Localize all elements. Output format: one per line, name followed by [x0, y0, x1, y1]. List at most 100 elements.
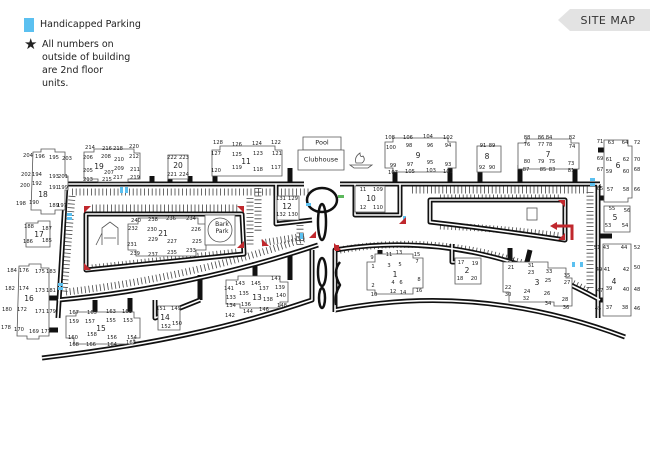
unit-number: 76	[523, 142, 531, 148]
unit-number: 136	[241, 302, 251, 308]
unit-number: 14	[399, 290, 407, 296]
unit-number: 130	[288, 212, 298, 218]
site-map-title: SITE MAP	[558, 9, 650, 31]
building-number: 12	[282, 202, 292, 211]
unit-number: 186	[23, 239, 33, 245]
unit-number: 48	[633, 287, 641, 293]
unit-number: 27	[563, 280, 571, 286]
unit-number: 217	[113, 175, 123, 181]
unit-number: 206	[83, 155, 93, 161]
unit-number: 239	[130, 251, 140, 257]
unit-number: 15	[413, 252, 421, 258]
building-number: 1	[392, 270, 398, 279]
arrow-head-icon	[550, 222, 557, 230]
unit-number: 184	[7, 268, 17, 274]
unit-number: 69	[596, 156, 604, 162]
unit-number: 143	[235, 281, 245, 287]
unit-number: 131	[276, 196, 286, 202]
unit-number: 183	[46, 269, 56, 275]
unit-number: 18	[456, 276, 464, 282]
building-number: 18	[38, 190, 48, 199]
unit-number: 54	[621, 223, 629, 229]
unit-number: 89	[488, 143, 496, 149]
unit-number: 219	[130, 175, 140, 181]
unit-number: 164	[107, 342, 117, 348]
unit-number: 28	[561, 297, 569, 303]
unit-number: 23	[527, 270, 535, 276]
unit-number: 210	[114, 157, 124, 163]
unit-number: 72	[633, 140, 641, 146]
unit-number: 8	[417, 277, 421, 283]
unit-number: 80	[523, 159, 531, 165]
unit-number: 212	[129, 154, 139, 160]
unit-number: 218	[113, 146, 123, 152]
unit-number: 91	[479, 143, 487, 149]
unit-number: 49	[595, 267, 603, 273]
unit-number: 124	[252, 141, 262, 147]
red-corner-markers	[84, 200, 565, 270]
unit-number: 29	[507, 258, 515, 264]
unit-number: 63	[607, 140, 615, 146]
unit-number: 152	[161, 324, 171, 330]
unit-number: 175	[35, 269, 45, 275]
unit-number: 122	[271, 140, 281, 146]
unit-number: 11	[359, 187, 367, 193]
unit-number: 235	[167, 250, 177, 256]
unit-number: 134	[226, 303, 236, 309]
unit-number: 221	[167, 172, 177, 178]
unit-number: 24	[523, 289, 531, 295]
building-number: 17	[34, 230, 44, 239]
unit-number: 144	[243, 309, 253, 315]
unit-number: 56	[623, 208, 631, 214]
unit-number: 73	[567, 161, 575, 167]
unit-number: 26	[543, 291, 551, 297]
unit-number: 31	[527, 263, 535, 269]
unit-number: 173	[35, 288, 45, 294]
unit-number: 220	[129, 144, 139, 150]
unit-number: 202	[21, 172, 31, 178]
unit-number: 101	[443, 169, 453, 175]
unit-number: 141	[224, 286, 234, 292]
legend-star-note: ★ All numbers on outside of building are…	[24, 35, 141, 90]
unit-number: 189	[49, 203, 59, 209]
unit-number: 59	[605, 169, 613, 175]
unit-number: 132	[276, 212, 286, 218]
unit-number: 231	[127, 242, 137, 248]
unit-number: 102	[443, 135, 453, 141]
unit-number: 17	[457, 260, 465, 266]
unit-number: 237	[148, 252, 158, 258]
unit-number: 180	[2, 307, 12, 313]
unit-number: 191	[49, 185, 59, 191]
unit-number: 52	[633, 245, 641, 251]
unit-number: 149	[171, 306, 181, 312]
unit-number: 236	[166, 216, 176, 222]
building-number: 11	[241, 157, 251, 166]
unit-number: 150	[172, 321, 182, 327]
unit-number: 165	[87, 310, 97, 316]
unit-number: 147	[271, 276, 281, 282]
unit-number: 197	[57, 203, 67, 209]
unit-number: 47	[596, 288, 604, 294]
unit-number: 85	[539, 167, 547, 173]
unit-number: 30	[504, 292, 512, 298]
unit-number: 40	[622, 287, 630, 293]
building-number: 6	[615, 161, 621, 170]
unit-number: 187	[42, 226, 52, 232]
unit-number: 60	[622, 169, 630, 175]
unit-number: 155	[106, 318, 116, 324]
unit-number: 192	[32, 181, 42, 187]
unit-number: 146	[259, 307, 269, 313]
unit-number: 214	[85, 145, 95, 151]
unit-number: 98	[405, 143, 413, 149]
unit-number: 177	[41, 329, 51, 335]
unit-number: 169	[29, 329, 39, 335]
unit-number: 13	[395, 250, 403, 256]
unit-number: 205	[83, 168, 93, 174]
unit-number: 2	[371, 283, 375, 289]
unit-number: 193	[49, 174, 59, 180]
unit-number: 223	[179, 155, 189, 161]
buildings	[16, 136, 633, 345]
unit-number: 188	[24, 224, 34, 230]
star-icon: ★	[24, 35, 38, 53]
